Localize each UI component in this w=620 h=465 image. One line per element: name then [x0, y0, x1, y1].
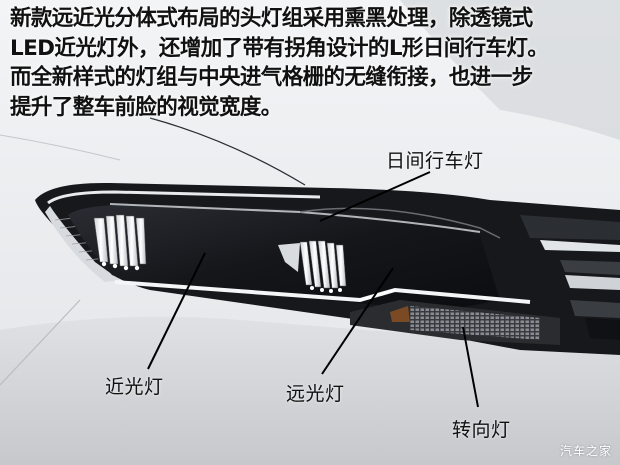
turn-signal-leader-line: [462, 326, 479, 408]
caption-line-2: LED近光灯外，还增加了带有拐角设计的L形日间行车灯。: [10, 35, 549, 61]
caption-line-3: 而全新样式的灯组与中央进气格栅的无缝衔接，也进一步: [10, 65, 533, 90]
turn-signal-label: 转向灯: [452, 419, 511, 441]
low-beam-label: 近光灯: [105, 376, 164, 398]
caption-line-1: 新款远近光分体式布局的头灯组采用熏黑处理，除透镜式: [10, 6, 533, 31]
watermark-logo: 汽车之家: [559, 444, 612, 458]
drl-label: 日间行车灯: [386, 150, 484, 172]
low-beam-leader-line: [147, 252, 206, 370]
drl-leader-line: [319, 171, 431, 222]
high-beam-leader-line: [321, 267, 394, 375]
caption-line-4: 提升了整车前脸的视觉宽度。: [10, 94, 282, 120]
high-beam-label: 远光灯: [286, 383, 345, 405]
description-caption: 新款远近光分体式布局的头灯组采用熏黑处理，除透镜式 LED近光灯外，还增加了带有…: [10, 4, 615, 122]
